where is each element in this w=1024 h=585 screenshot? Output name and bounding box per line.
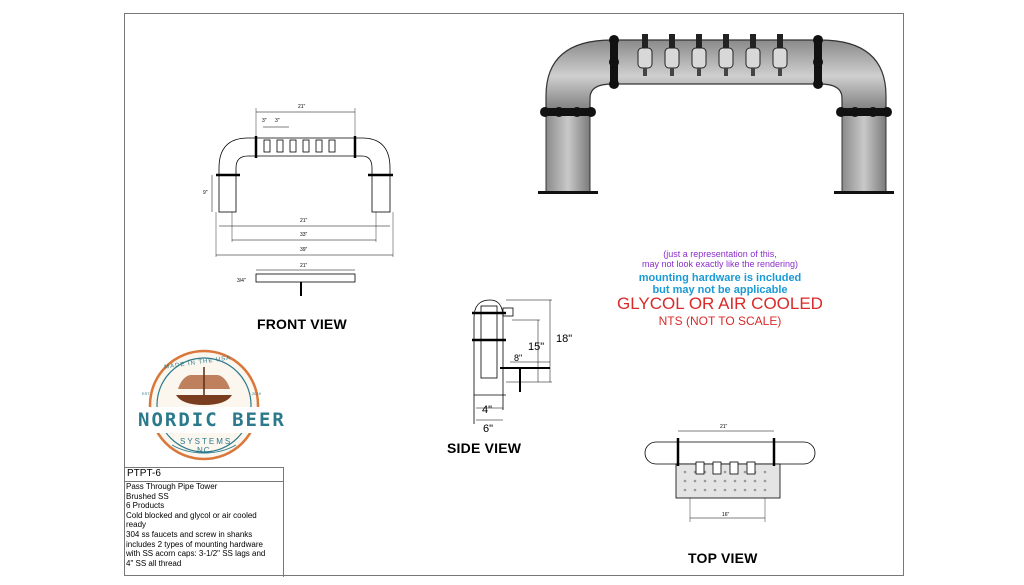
side-dim-base-outer: 6"	[483, 423, 494, 435]
front-dim-top-span: 21"	[298, 104, 306, 110]
info-line: ready	[126, 520, 147, 530]
info-line: includes 2 types of mounting hardware	[126, 539, 263, 549]
front-dim-outer-width: 39"	[300, 247, 308, 253]
mounting-note-2: but may not be applicable	[652, 284, 788, 296]
info-line: 6 Products	[126, 501, 165, 511]
front-dim-spacing-b: 3"	[275, 118, 280, 124]
product-description: Pass Through Pipe Tower Brushed SS 6 Pro…	[125, 482, 283, 568]
logo-sub-nc: NC	[197, 446, 211, 455]
info-line: Cold blocked and glycol or air cooled	[126, 510, 257, 520]
side-view-drawing	[472, 299, 552, 424]
notes-block: (just a representation of this, may not …	[600, 249, 840, 328]
info-line: Brushed SS	[126, 491, 169, 501]
info-line: 4" SS all thread	[126, 558, 182, 568]
info-line: 304 ss faucets and screw in shanks	[126, 529, 253, 539]
scale-note: NTS (NOT TO SCALE)	[658, 314, 782, 328]
representation-note-2: may not look exactly like the rendering)	[641, 259, 799, 269]
render-couplings	[540, 35, 892, 117]
logo-est-left: EST	[142, 391, 150, 396]
logo-sub-systems: SYSTEMS	[180, 437, 233, 446]
logo-emblem	[126, 349, 283, 461]
product-code: PTPT-6	[125, 468, 283, 482]
side-dim-overall-height: 18"	[556, 333, 573, 345]
top-view-label: TOP VIEW	[688, 550, 758, 566]
top-dim-span: 21"	[720, 424, 728, 430]
front-view-label: FRONT VIEW	[257, 316, 347, 332]
front-faucets	[263, 139, 336, 153]
logo-est-right: 2019	[252, 391, 261, 396]
front-dim-spacing-a: 3"	[262, 118, 267, 124]
side-dim-base-inner: 4"	[482, 404, 493, 416]
product-info-box: PTPT-6 Pass Through Pipe Tower Brushed S…	[125, 467, 284, 577]
cooling-note: GLYCOL OR AIR COOLED	[617, 294, 823, 313]
front-dim-mid-width: 33"	[300, 232, 308, 238]
logo-brand: NORDIC BEER	[138, 409, 286, 431]
info-line: Pass Through Pipe Tower	[126, 482, 218, 491]
front-dim-base-width: 21"	[300, 263, 308, 269]
representation-note-1: (just a representation of this,	[663, 249, 777, 259]
side-view-label: SIDE VIEW	[447, 440, 522, 456]
top-dim-drip: 16"	[722, 512, 730, 518]
side-dim-reach: 8"	[514, 353, 523, 363]
info-line: with SS acorn caps: 3-1/2" SS lags and	[126, 549, 266, 559]
mounting-note-1: mounting hardware is included	[638, 272, 802, 284]
top-view-drawing	[644, 430, 816, 522]
side-dim-mid-height: 15"	[528, 341, 545, 353]
front-dim-height: 9"	[203, 190, 208, 196]
tower-render	[538, 34, 894, 194]
front-dim-base-height: 3/4"	[237, 278, 246, 284]
render-faucets	[637, 34, 788, 76]
nordic-beer-logo: MADE IN THE USA EST 2019 NORDIC BEER SYS…	[126, 349, 286, 467]
front-dim-inner-width: 21"	[300, 218, 308, 224]
front-view-drawing	[211, 108, 394, 296]
